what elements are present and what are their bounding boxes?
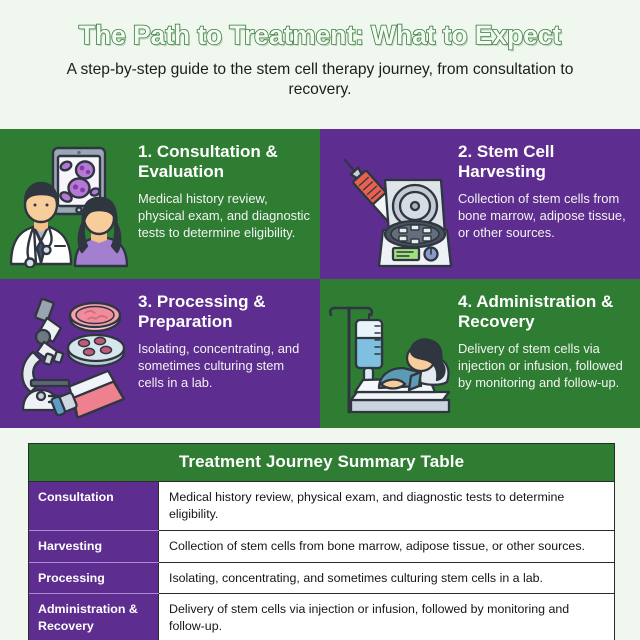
table-row: Processing Isolating, concentrating, and… [29, 562, 614, 595]
table-row-value: Medical history review, physical exam, a… [158, 482, 614, 531]
table-row-value: Delivery of stem cells via injection or … [158, 593, 614, 640]
steps-grid: 1. Consultation & Evaluation Medical his… [0, 129, 640, 428]
step-body: Isolating, concentrating, and sometimes … [138, 340, 300, 391]
summary-table: Treatment Journey Summary Table Consulta… [28, 443, 615, 640]
table-row: Administration & Recovery Delivery of st… [29, 593, 614, 640]
page-title: The Path to Treatment: What to Expect [78, 20, 562, 50]
table-row-label: Processing [29, 562, 159, 595]
syringe-centrifuge-icon [320, 129, 456, 279]
page-subtitle: A step-by-step guide to the stem cell th… [66, 60, 574, 99]
table-row: Harvesting Collection of stem cells from… [29, 530, 614, 563]
step-title: 4. Administration & Recovery [458, 292, 614, 332]
table-row-label: Administration & Recovery [29, 593, 159, 640]
doctor-patient-tablet-icon [0, 129, 136, 279]
summary-table-body: Consultation Medical history review, phy… [29, 482, 614, 640]
step-text-block: 1. Consultation & Evaluation Medical his… [136, 129, 320, 241]
table-row-value: Isolating, concentrating, and sometimes … [158, 562, 614, 595]
step-title: 2. Stem Cell Harvesting [458, 142, 555, 182]
table-row-label: Harvesting [29, 530, 159, 563]
step-card-processing: 3. Processing & Preparation Isolating, c… [0, 279, 320, 428]
header: The Path to Treatment: What to Expect A … [0, 0, 640, 129]
step-title: 1. Consultation & Evaluation [138, 142, 278, 182]
step-card-administration: 4. Administration & Recovery Delivery of… [320, 279, 640, 428]
iv-drip-patient-bed-icon [320, 279, 456, 428]
step-title: 3. Processing & Preparation [138, 292, 266, 332]
summary-table-title: Treatment Journey Summary Table [29, 444, 614, 482]
table-row-value: Collection of stem cells from bone marro… [158, 530, 614, 563]
step-body: Collection of stem cells from bone marro… [458, 190, 626, 241]
microscope-petri-dish-flask-icon [0, 279, 136, 428]
step-text-block: 3. Processing & Preparation Isolating, c… [136, 279, 320, 391]
step-text-block: 4. Administration & Recovery Delivery of… [456, 279, 640, 391]
step-card-consultation: 1. Consultation & Evaluation Medical his… [0, 129, 320, 279]
step-body: Medical history review, physical exam, a… [138, 190, 310, 241]
table-row: Consultation Medical history review, phy… [29, 482, 614, 531]
step-text-block: 2. Stem Cell Harvesting Collection of st… [456, 129, 640, 241]
table-row-label: Consultation [29, 482, 159, 531]
step-card-harvesting: 2. Stem Cell Harvesting Collection of st… [320, 129, 640, 279]
step-body: Delivery of stem cells via injection or … [458, 340, 623, 391]
